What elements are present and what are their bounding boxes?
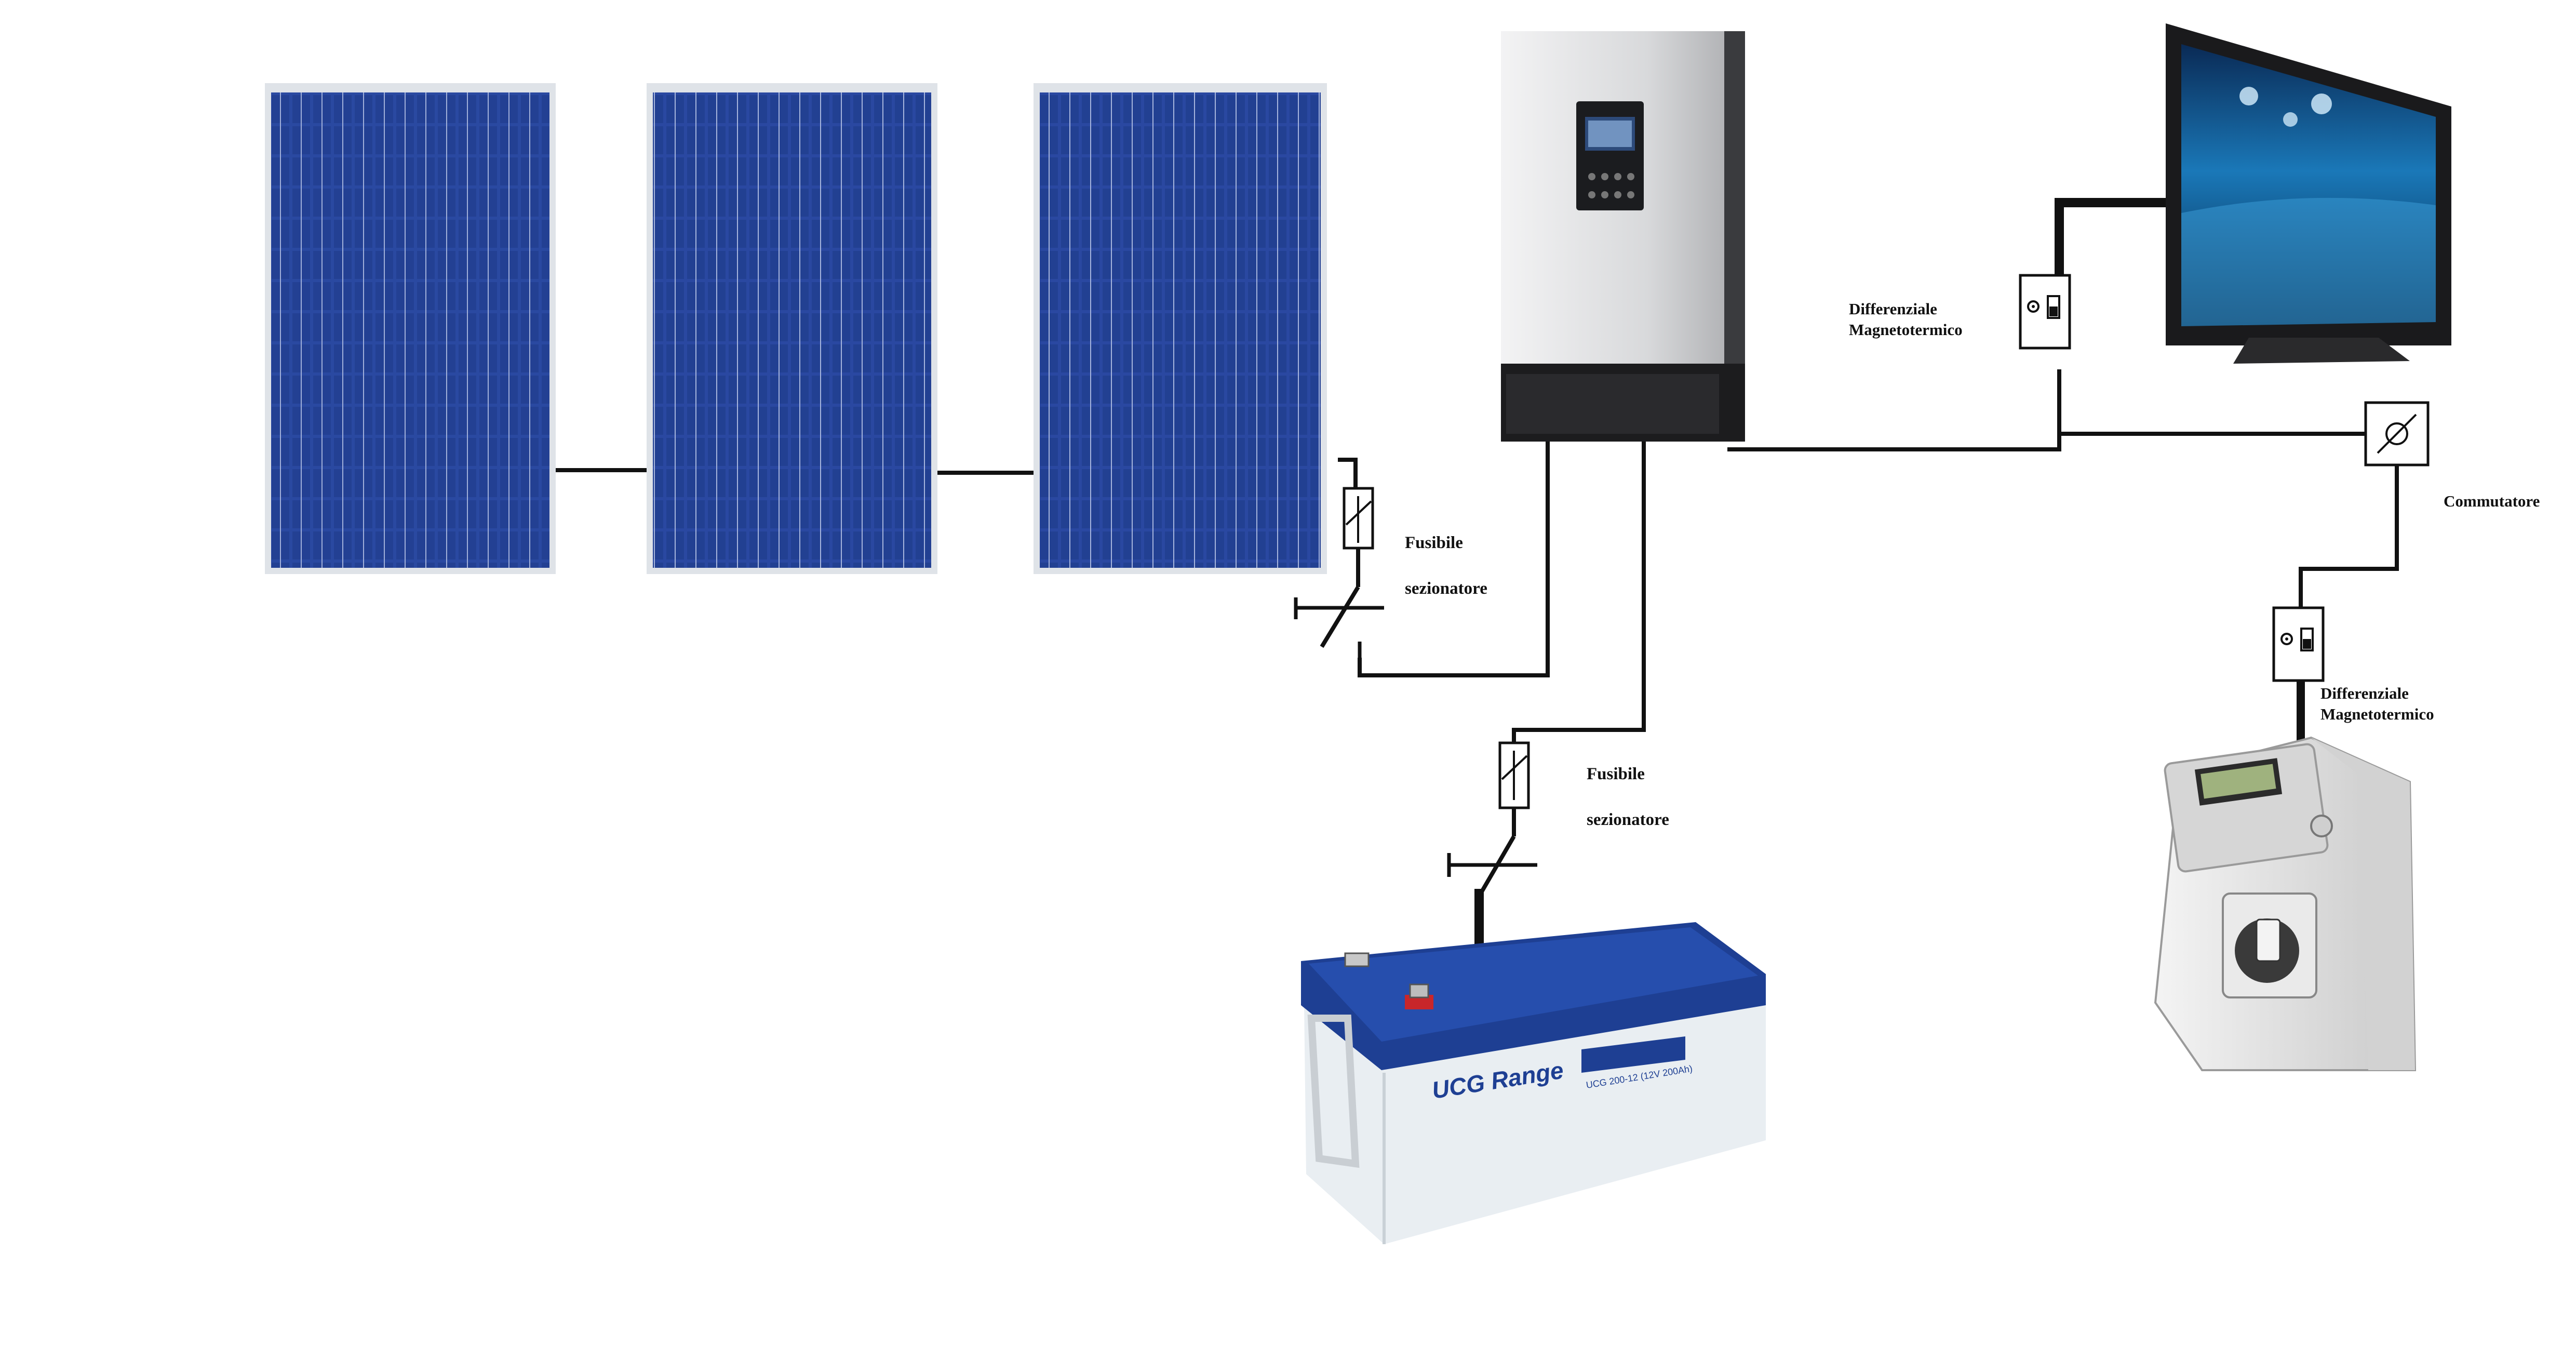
battery-icon xyxy=(1301,922,1766,1244)
battery: UCG Range UCG 200-12 (12V 200Ah) xyxy=(1301,922,1766,1244)
wire-switch-meter-breaker xyxy=(2299,450,2399,610)
battery-fuse-label-line2: sezionatore xyxy=(1587,810,1669,829)
wire-panel3-fuse xyxy=(1338,458,1358,490)
solar-panel-1 xyxy=(265,83,556,574)
solar-panel-2 xyxy=(647,83,937,574)
wire-inverter-switch xyxy=(1727,432,2368,451)
meter-breaker xyxy=(2272,606,2325,682)
tv-breaker-label-line2: Magnetotermico xyxy=(1849,321,1963,339)
energy-meter xyxy=(2154,736,2417,1071)
solar-panel-3 xyxy=(1034,83,1327,574)
wire-inverter-battery-fuse xyxy=(1512,429,1646,745)
pv-fuse-label-line2: sezionatore xyxy=(1405,579,1487,598)
meter-breaker-label-line1: Differenziale xyxy=(2320,684,2409,702)
changeover-switch xyxy=(2364,401,2430,467)
inverter-icon xyxy=(1501,31,1745,442)
battery-fuse-disconnector xyxy=(1447,741,1537,898)
wire-fuse-inverter xyxy=(1358,429,1550,677)
battery-fuse-label-line1: Fusibile xyxy=(1587,765,1645,783)
pv-fuse-label-line1: Fusibile xyxy=(1405,534,1463,552)
breaker-icon xyxy=(2019,274,2071,350)
tv-breaker-label-line1: Differenziale xyxy=(1849,300,1937,318)
tv-breaker xyxy=(2019,274,2071,350)
switch-label: Commutatore xyxy=(2444,492,2540,510)
meter-breaker-label-line2: Magnetotermico xyxy=(2320,705,2434,723)
energy-meter-icon xyxy=(2154,736,2417,1071)
tv-icon xyxy=(2166,23,2451,364)
hybrid-inverter xyxy=(1501,31,1745,442)
television xyxy=(2166,23,2451,364)
wire-tv-breaker-up xyxy=(2055,198,2170,280)
solar-panel-icon xyxy=(271,92,549,568)
pv-fuse-disconnector xyxy=(1294,487,1384,675)
